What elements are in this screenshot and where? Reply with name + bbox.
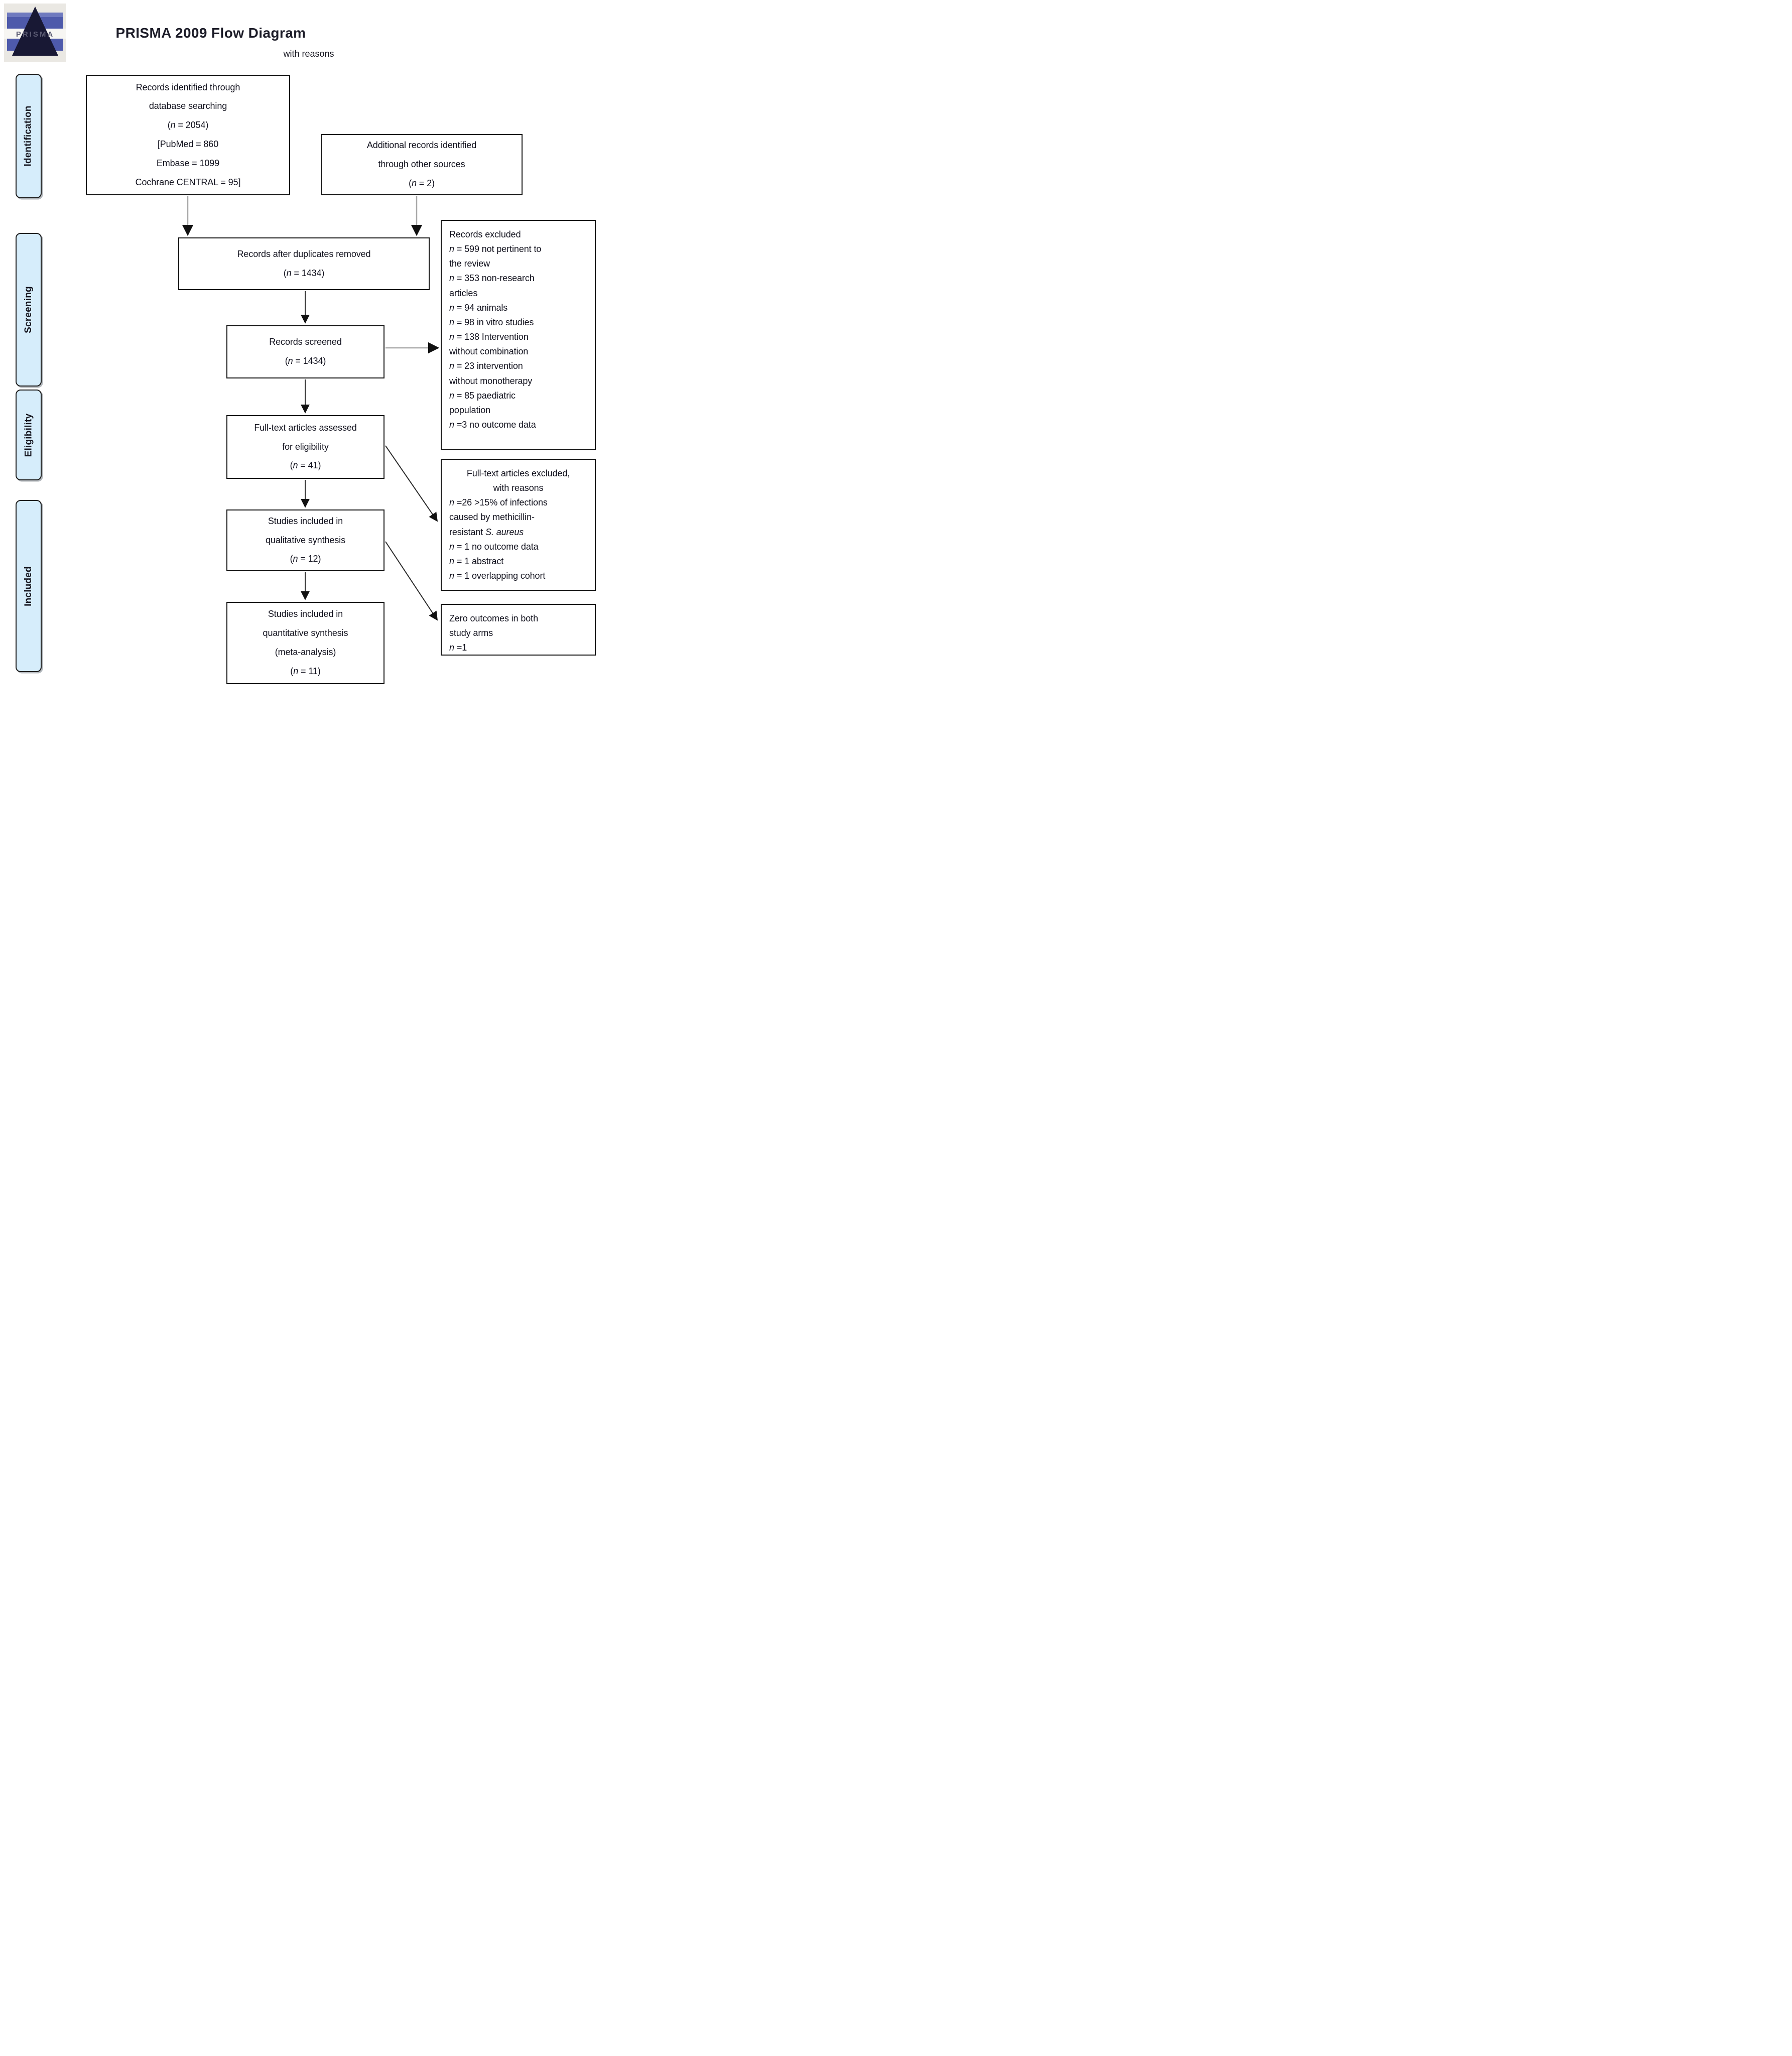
page-title: PRISMA 2009 Flow Diagram bbox=[115, 25, 306, 41]
arrow-fulltext-to-fulltext-excluded bbox=[385, 445, 438, 522]
stage-included: Included bbox=[16, 500, 42, 672]
stage-eligibility-label: Eligibility bbox=[23, 413, 34, 457]
stage-screening-label: Screening bbox=[23, 286, 34, 333]
prisma-logo: PRISMA bbox=[4, 4, 66, 62]
stage-screening: Screening bbox=[16, 233, 42, 387]
page-subtitle: with reasons bbox=[283, 49, 334, 59]
logo-wordmark: PRISMA bbox=[16, 30, 54, 39]
box-fulltext-excluded: Full-text articles excluded,with reasons… bbox=[441, 459, 596, 591]
stage-eligibility: Eligibility bbox=[16, 390, 42, 480]
logo-prism-triangle-icon bbox=[12, 7, 58, 56]
box-records-screened: Records screened(n = 1434) bbox=[226, 325, 385, 378]
box-duplicates-removed-text: Records after duplicates removed(n = 143… bbox=[237, 248, 371, 278]
arrow-qualitative-to-zero-outcomes bbox=[385, 541, 438, 621]
stage-included-label: Included bbox=[23, 566, 34, 606]
prisma-flow-diagram: PRISMA PRISMA 2009 Flow Diagram with rea… bbox=[0, 0, 597, 686]
stage-identification: Identification bbox=[16, 74, 42, 198]
stage-identification-label: Identification bbox=[23, 105, 34, 167]
box-fulltext-excluded-header: Full-text articles excluded,with reasons bbox=[466, 468, 570, 493]
box-records-screened-text: Records screened(n = 1434) bbox=[269, 337, 342, 366]
box-duplicates-removed: Records after duplicates removed(n = 143… bbox=[178, 237, 430, 290]
